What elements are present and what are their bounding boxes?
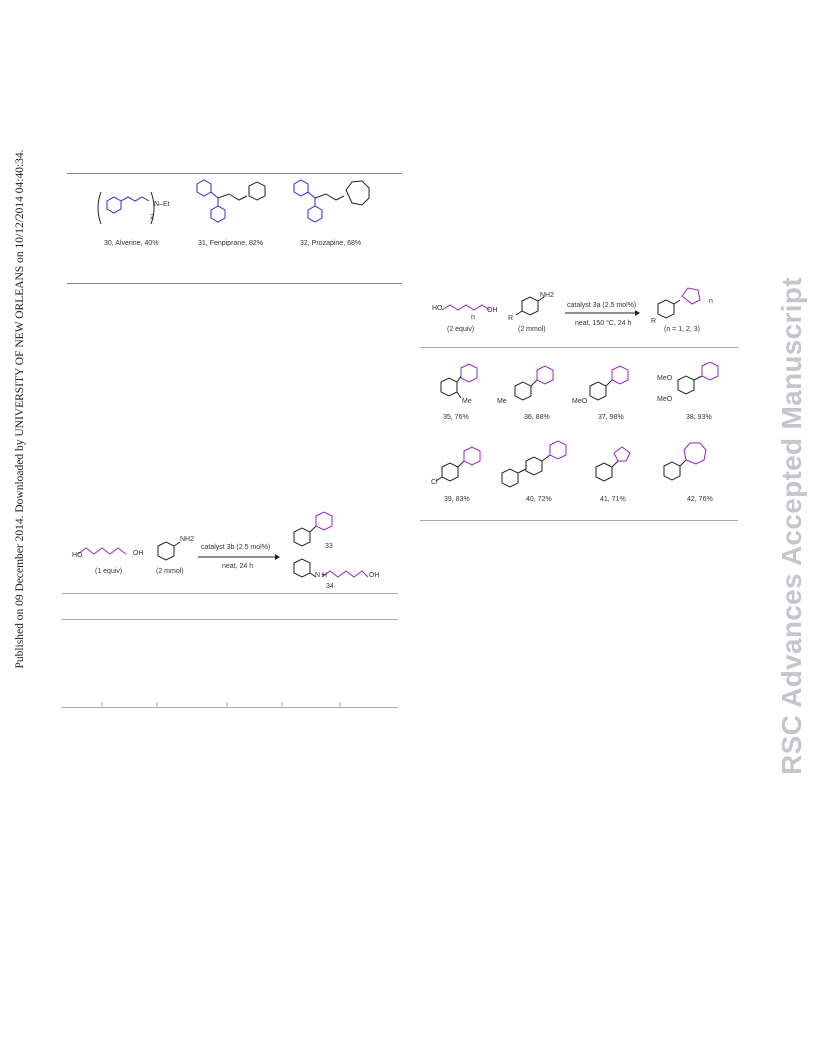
product-38-structure	[668, 362, 738, 410]
right-product-structure	[652, 286, 712, 326]
plus-sign: +	[321, 572, 326, 579]
right-product-label: (n = 1, 2, 3)	[664, 326, 700, 333]
left-aniline-label: (2 mmol)	[156, 568, 184, 575]
left-aniline-nh2: NH2	[180, 536, 195, 543]
figure-bottom-rule	[67, 283, 402, 284]
right-arrow-below: neat, 150 °C, 24 h	[575, 320, 632, 327]
compound-31-label: 31, Fenpiprane, 82%	[198, 240, 263, 247]
figure-top-rule	[67, 173, 402, 174]
product-35-structure	[435, 362, 495, 410]
compound-32-label: 32, Prozapine, 68%	[300, 240, 362, 247]
product-33-structure	[288, 508, 358, 550]
product-36-label: 36, 88%	[524, 414, 550, 421]
product-38-sub: MeO	[657, 375, 673, 382]
product-38-sub2: MeO	[657, 396, 673, 403]
product-36-structure	[505, 362, 565, 410]
product-38-label: 38, 93%	[686, 414, 712, 421]
product-37-structure	[580, 362, 640, 410]
product-41-label: 41, 71%	[600, 496, 626, 503]
product-34-nh: N H	[315, 572, 328, 579]
left-diol-ho: HO	[72, 552, 83, 559]
product-39-structure	[430, 445, 495, 493]
product-41-structure	[592, 445, 642, 490]
left-aniline-structure	[152, 538, 192, 568]
left-arrow-below: neat, 24 h	[222, 563, 254, 570]
product-37-label: 37, 98%	[598, 414, 624, 421]
product-42-structure	[658, 440, 718, 490]
product-42-label: 42, 76%	[687, 496, 713, 503]
right-product-r: R	[651, 318, 657, 325]
right-diol-ho: HO	[432, 305, 443, 312]
right-aniline-label: (2 mmol)	[518, 326, 546, 333]
product-33-label: 33	[325, 543, 333, 550]
product-35-label: 35, 76%	[443, 414, 469, 421]
accepted-manuscript-watermark: RSC Advances Accepted Manuscript	[776, 277, 807, 775]
product-34-label: 34	[326, 583, 334, 590]
left-diol-structure	[76, 542, 146, 562]
left-table-column-ticks	[62, 702, 398, 708]
compound-32-structure	[290, 178, 375, 238]
left-table-rule-1	[62, 593, 398, 594]
compound-30-label: 30, Alverine, 40%	[104, 240, 159, 247]
compound-30-structure	[95, 188, 180, 228]
left-table-rule-2	[62, 619, 398, 620]
right-diol-structure	[440, 300, 500, 320]
left-arrow-above: catalyst 3b (2.5 mol%)	[201, 544, 271, 551]
right-scheme-rule	[420, 347, 738, 348]
left-reaction-arrow	[198, 554, 280, 560]
right-products-bottom-rule	[420, 520, 738, 521]
compound-30-net: N–Et	[154, 201, 170, 208]
right-aniline-r: R	[508, 315, 514, 322]
product-40-structure	[498, 437, 578, 495]
product-39-label: 39, 83%	[444, 496, 470, 503]
product-37-sub: MeO	[572, 398, 588, 405]
compound-30-subscript: 2	[150, 214, 154, 221]
right-diol-oh: OH	[487, 307, 498, 314]
compound-31-structure	[193, 178, 273, 238]
left-diol-oh: OH	[133, 550, 144, 557]
right-product-n: n	[709, 298, 713, 305]
product-34-oh: OH	[369, 572, 380, 579]
right-diol-label: (2 equiv)	[447, 326, 475, 333]
right-aniline-nh2: NH2	[540, 292, 555, 299]
download-notice: Published on 09 December 2014. Downloade…	[14, 149, 26, 669]
left-diol-label: (1 equiv)	[95, 568, 123, 575]
product-35-sub: Me	[462, 398, 472, 405]
right-diol-n: n	[471, 314, 475, 321]
product-39-sub: Cl	[431, 479, 438, 486]
left-table-rule-3	[62, 707, 398, 708]
product-34-structure	[288, 557, 378, 589]
right-aniline-structure	[510, 295, 550, 327]
product-36-sub: Me	[497, 398, 507, 405]
product-40-label: 40, 72%	[526, 496, 552, 503]
right-arrow-above: catalyst 3a (2.5 mol%)	[567, 302, 637, 309]
right-reaction-arrow	[565, 310, 640, 316]
